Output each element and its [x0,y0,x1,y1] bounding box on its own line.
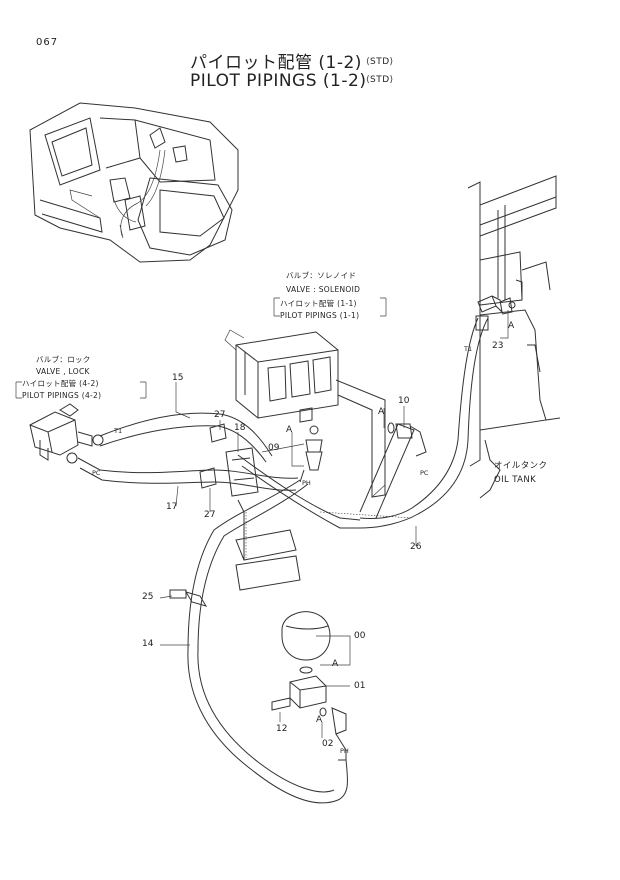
solenoid-valve-label-jp: バルブ：ソレノイド [286,271,357,280]
part-number-18: 18 [234,423,246,433]
part-number-27-lower: 27 [204,510,216,520]
leader-lines [15,297,509,738]
excavator-overview-illustration [29,102,239,263]
oil-tank-label-jp: オイルタンク [494,461,548,471]
port-label-pc-right: PC [420,469,429,477]
base-frame-illustration [235,529,301,591]
hose-clamp-assembly [199,423,259,560]
part-number-09: 09 [268,443,280,453]
port-label-t1-left: T1 [114,427,123,435]
part-number-17: 17 [166,502,178,512]
solenoid-valve-ref-en: PILOT PIPINGS (1-1) [280,311,360,320]
part-number-12: 12 [276,724,288,734]
port-label-ph-bottom: PH [340,747,349,755]
solenoid-valve-label-en: VALVE : SOLENOID [286,285,361,294]
hose-routing [77,317,489,804]
lock-valve-label-jp: バルブ：ロック [36,355,91,364]
lock-valve-ref-jp: ハイロット配管 (4-2) [22,379,99,388]
lock-valve-label-en: VALVE , LOCK [36,367,90,376]
part-number-00: 00 [354,631,366,641]
part-number-02: 02 [322,739,334,749]
part-number-01: 01 [354,681,366,691]
tank-port-elbow-fitting [475,295,516,331]
lock-valve-illustration [29,403,104,464]
section-marker-a-00: A [332,659,339,669]
part-number-27-upper: 27 [214,410,226,420]
standard-tag-jp: ⟨STD⟩ [366,57,394,67]
part-number-14: 14 [142,639,154,649]
standard-tag-en: ⟨STD⟩ [366,75,394,85]
solenoid-valve-illustration [224,329,386,498]
part-number-23: 23 [492,341,504,351]
oil-tank-frame-illustration [467,175,561,499]
oil-tank-label-en: OIL TANK [494,475,537,485]
page-number: 067 [36,37,59,48]
port-label-ph-mid: PH [302,479,311,487]
section-marker-a-10: A [378,407,385,417]
page-title-jp: パイロット配管 (1-2) [190,53,362,73]
part-number-10: 10 [398,396,410,406]
solenoid-valve-ref-jp: ハイロット配管 (1-1) [280,299,357,308]
section-marker-a-09: A [286,425,293,435]
part-number-15: 15 [172,373,184,383]
fittings-09-10 [299,422,427,483]
port-label-t1-right: T1 [464,345,473,353]
port-label-pc-left: PC [92,469,101,477]
section-marker-a-23: A [508,321,515,331]
page-title-en: PILOT PIPINGS (1-2) [190,71,367,91]
part-number-26: 26 [410,542,422,552]
section-marker-a-02: A [316,715,323,725]
lock-valve-ref-en: PILOT PIPINGS (4-2) [22,391,102,400]
part-number-25: 25 [142,592,154,602]
